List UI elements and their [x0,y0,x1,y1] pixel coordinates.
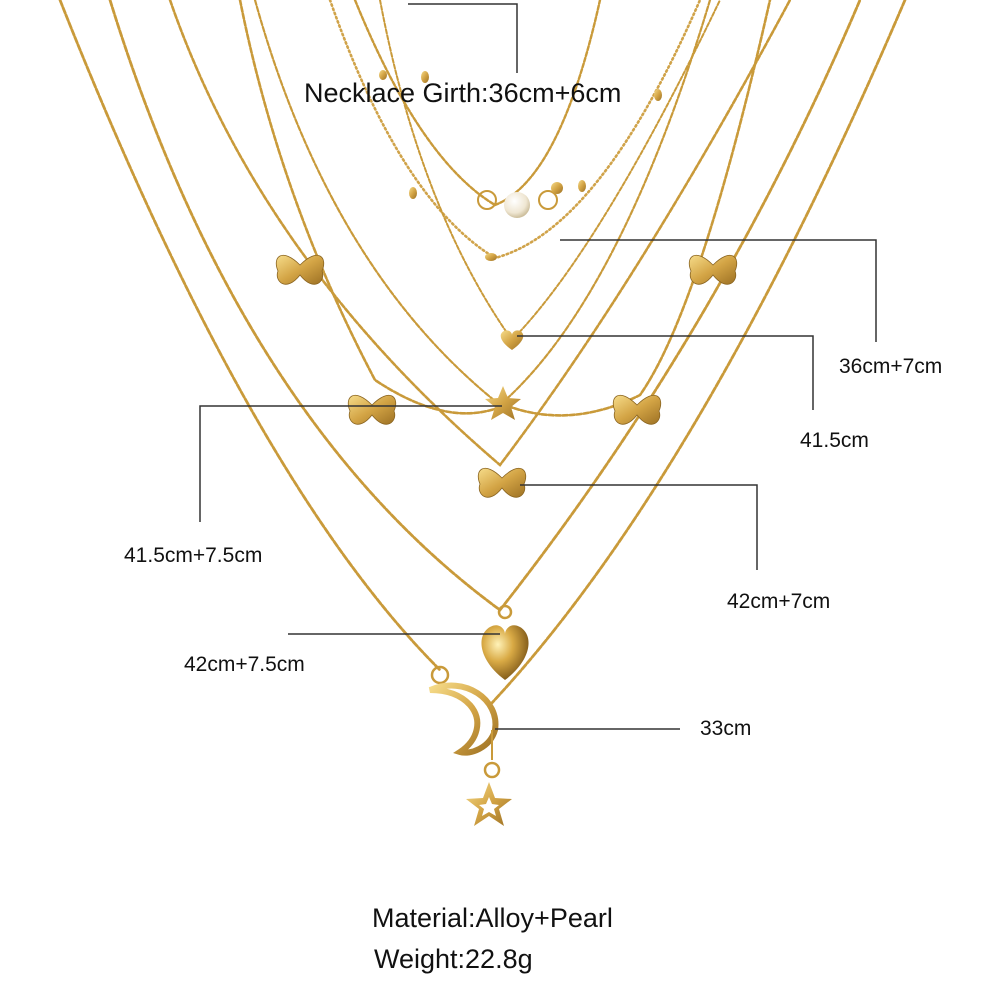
small-heart-pendant [500,330,524,350]
chain-moon-layer [58,0,907,707]
leader-lines [199,3,877,730]
measurement-label-star-butterfly-layer: 41.5cm+7.5cm [124,544,263,567]
measurement-label-butterfly-layer: 42cm+7cm [727,590,831,613]
leader-small-heart-layer [517,335,814,410]
chain-butterfly-layer [168,0,792,467]
necklace-girth-label: Necklace Girth:36cm+6cm [304,78,622,108]
weight-spec: Weight:22.8g [374,944,533,974]
measurement-label-moon-star-layer: 33cm [700,717,752,740]
star-pendant [485,386,521,420]
measurement-label-pearl-layer: 36cm+7cm [839,355,943,378]
measurement-label-small-heart-layer: 41.5cm [800,429,869,452]
leader-butterfly-layer [520,484,758,570]
material-spec: Material:Alloy+Pearl [372,903,613,933]
leader-star-butterfly-layer [199,405,502,522]
chain-small-heart-layer [379,0,721,342]
measurement-label-puffy-heart-layer: 42cm+7.5cm [184,653,305,676]
puffy-heart-pendant [481,604,529,680]
leader-pearl-layer [560,239,877,342]
chain-bead-layer [328,0,702,260]
moon-star-pendant [428,665,512,826]
butterfly-pendant [275,254,738,498]
leader-girth [408,3,518,73]
pearl-pendant [379,70,662,261]
